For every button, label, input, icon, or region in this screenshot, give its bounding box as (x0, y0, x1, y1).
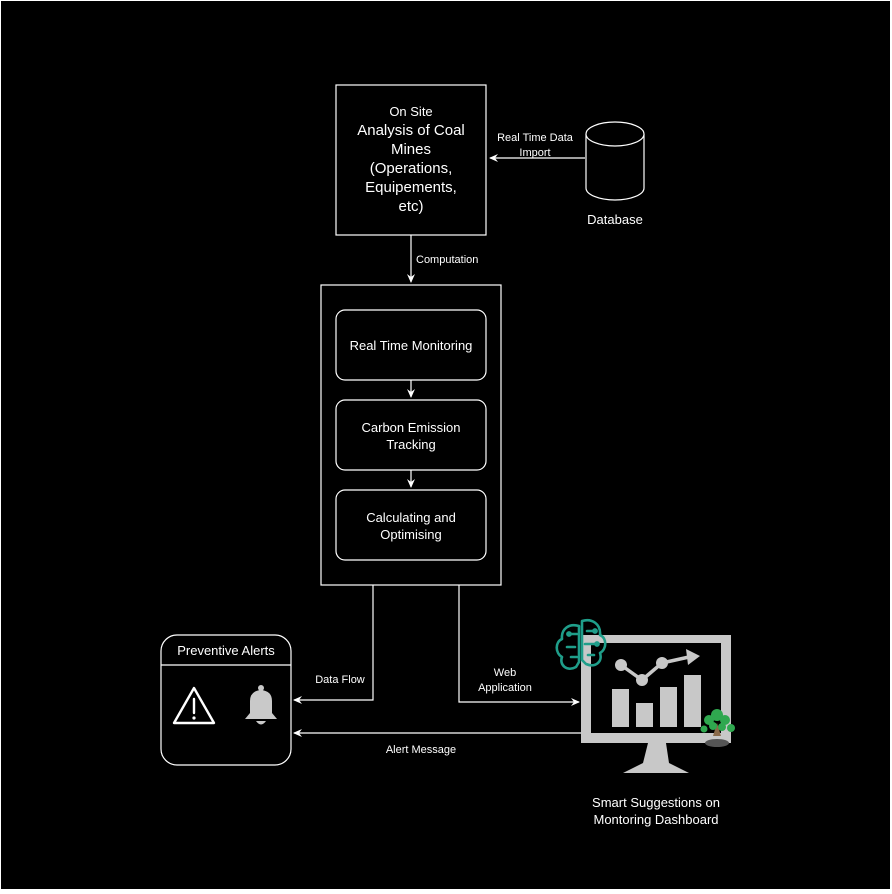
preventive-alerts-title: Preventive Alerts (177, 643, 275, 658)
analysis-label-line4: (Operations, (370, 160, 453, 177)
analysis-label-line6: etc) (398, 198, 423, 215)
step2-label-line1: Carbon Emission (362, 420, 461, 435)
edge-realtime-import: Real Time Data Import (489, 132, 585, 162)
analysis-node[interactable]: On Site Analysis of Coal Mines (Operatio… (335, 84, 487, 236)
step3-label-line2: Optimising (380, 527, 441, 542)
edge-realtime-import-label-line2: Import (519, 147, 550, 159)
bar-chart-icon (612, 675, 701, 727)
dashboard-label-line1: Smart Suggestions on (592, 795, 720, 810)
edge-web-application-label-line1: Web (494, 667, 516, 679)
step-calculating-optimising[interactable]: Calculating and Optimising (335, 489, 487, 561)
database-icon (585, 121, 645, 201)
edge-data-flow: Data Flow (293, 585, 374, 704)
processing-container (320, 284, 502, 586)
edge-alert-message-label: Alert Message (386, 744, 456, 756)
trend-line-icon (615, 649, 700, 686)
edge-data-flow-label: Data Flow (315, 674, 365, 686)
preventive-alerts-node[interactable]: Preventive Alerts (160, 634, 292, 766)
step2-label-line2: Tracking (386, 437, 435, 452)
database-label: Database (587, 212, 643, 227)
edge-web-application-label-line2: Application (478, 682, 532, 694)
tree-icon (700, 709, 735, 747)
edge-alert-message: Alert Message (293, 729, 581, 756)
step-carbon-emission-tracking[interactable]: Carbon Emission Tracking (335, 399, 487, 471)
edge-web-application: Web Application (458, 585, 580, 706)
dashboard-node[interactable]: Smart Suggestions on Montoring Dashboard (555, 618, 735, 827)
step-real-time-monitoring[interactable]: Real Time Monitoring (335, 309, 487, 381)
warning-icon (172, 686, 216, 725)
analysis-label-line1: On Site (389, 104, 432, 119)
monitor-icon (581, 635, 731, 773)
analysis-label-line2: Analysis of Coal (357, 122, 465, 139)
database-node[interactable]: Database (585, 121, 645, 227)
bell-icon (245, 685, 277, 725)
ai-brain-icon (555, 618, 607, 670)
edge-computation-label: Computation (416, 254, 478, 266)
dashboard-label-line2: Montoring Dashboard (593, 812, 718, 827)
analysis-label-line3: Mines (391, 141, 431, 158)
step1-label: Real Time Monitoring (350, 338, 473, 353)
edge-realtime-import-label-line1: Real Time Data (497, 132, 574, 144)
analysis-label-line5: Equipements, (365, 179, 457, 196)
step3-label-line1: Calculating and (366, 510, 456, 525)
edge-computation: Computation (407, 235, 478, 283)
